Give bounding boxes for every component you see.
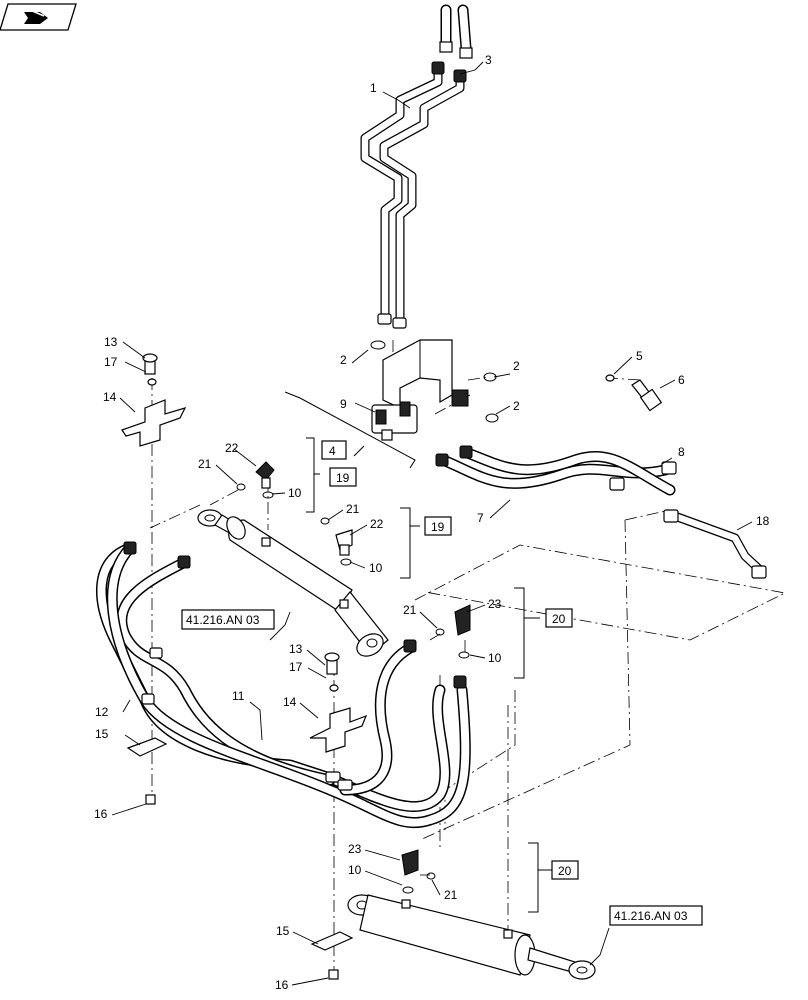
callout-14: 14 <box>103 390 117 404</box>
callout-10: 10 <box>288 486 302 500</box>
callout-2: 2 <box>513 399 520 413</box>
callout-13: 13 <box>104 335 118 349</box>
callout-11: 11 <box>232 689 245 703</box>
box-4: 4 <box>329 444 336 458</box>
callout-10: 10 <box>369 561 383 575</box>
callout-17: 17 <box>104 355 118 369</box>
callout-9: 9 <box>340 397 347 411</box>
fitting-22-upper <box>236 461 275 499</box>
callout-6: 6 <box>678 373 685 387</box>
plate-15-upper <box>126 737 168 805</box>
return-arrow-icon[interactable] <box>0 3 77 31</box>
bolt-6 <box>605 374 663 412</box>
plate-15-lower <box>310 931 354 980</box>
callout-10: 10 <box>488 651 502 665</box>
hose-pair-7-8 <box>435 445 677 496</box>
callout-8: 8 <box>678 445 685 459</box>
clamp-14-lower <box>309 652 368 753</box>
cylinder-lower <box>347 894 596 980</box>
callout-1: 1 <box>370 81 377 95</box>
tube-18 <box>663 509 767 579</box>
box-19: 19 <box>431 520 445 534</box>
callout-23: 23 <box>348 842 362 856</box>
box-20: 20 <box>558 864 572 878</box>
reference-link: 41.216.AN 03 <box>186 613 260 627</box>
cross-references[interactable]: 41.216.AN 03 41.216.AN 03 <box>181 609 703 926</box>
callout-labels: 1 3 2 2 2 9 5 6 8 7 18 13 17 14 22 21 10… <box>94 53 770 992</box>
plate-outline <box>284 391 416 469</box>
tube-pair-1-3 <box>360 4 473 329</box>
fitting-23-lower <box>401 849 436 894</box>
callout-21: 21 <box>346 502 360 516</box>
box-19: 19 <box>336 471 350 485</box>
fitting-22-middle <box>320 517 353 566</box>
callout-23: 23 <box>488 597 502 611</box>
fitting-23-upper <box>435 604 471 659</box>
callout-16: 16 <box>94 807 108 821</box>
reference-link: 41.216.AN 03 <box>614 909 688 923</box>
callout-22: 22 <box>370 517 384 531</box>
callout-21: 21 <box>444 888 458 902</box>
clamp-14-upper <box>121 353 187 447</box>
callout-7: 7 <box>477 511 484 525</box>
callout-15: 15 <box>95 727 109 741</box>
callout-10: 10 <box>348 863 362 877</box>
callout-12: 12 <box>95 705 109 719</box>
callout-13: 13 <box>289 642 303 656</box>
callout-2: 2 <box>340 353 347 367</box>
callout-15: 15 <box>276 924 290 938</box>
cylinder-upper <box>197 509 389 657</box>
callout-5: 5 <box>636 349 643 363</box>
box-20: 20 <box>552 612 566 626</box>
group-braces <box>306 437 552 913</box>
hose-set-11-12 <box>96 541 471 829</box>
callout-3: 3 <box>485 53 492 67</box>
callout-17: 17 <box>289 660 303 674</box>
leader-lines <box>111 61 753 986</box>
callout-21: 21 <box>198 457 212 471</box>
callout-14: 14 <box>283 695 297 709</box>
callout-2: 2 <box>513 359 520 373</box>
valve-block <box>370 339 499 441</box>
callout-21: 21 <box>403 603 417 617</box>
callout-18: 18 <box>756 514 770 528</box>
guide-lines <box>149 340 787 978</box>
boxed-callouts: 4 19 19 20 20 <box>321 440 579 880</box>
callout-16: 16 <box>275 978 289 992</box>
callout-22: 22 <box>225 441 239 455</box>
